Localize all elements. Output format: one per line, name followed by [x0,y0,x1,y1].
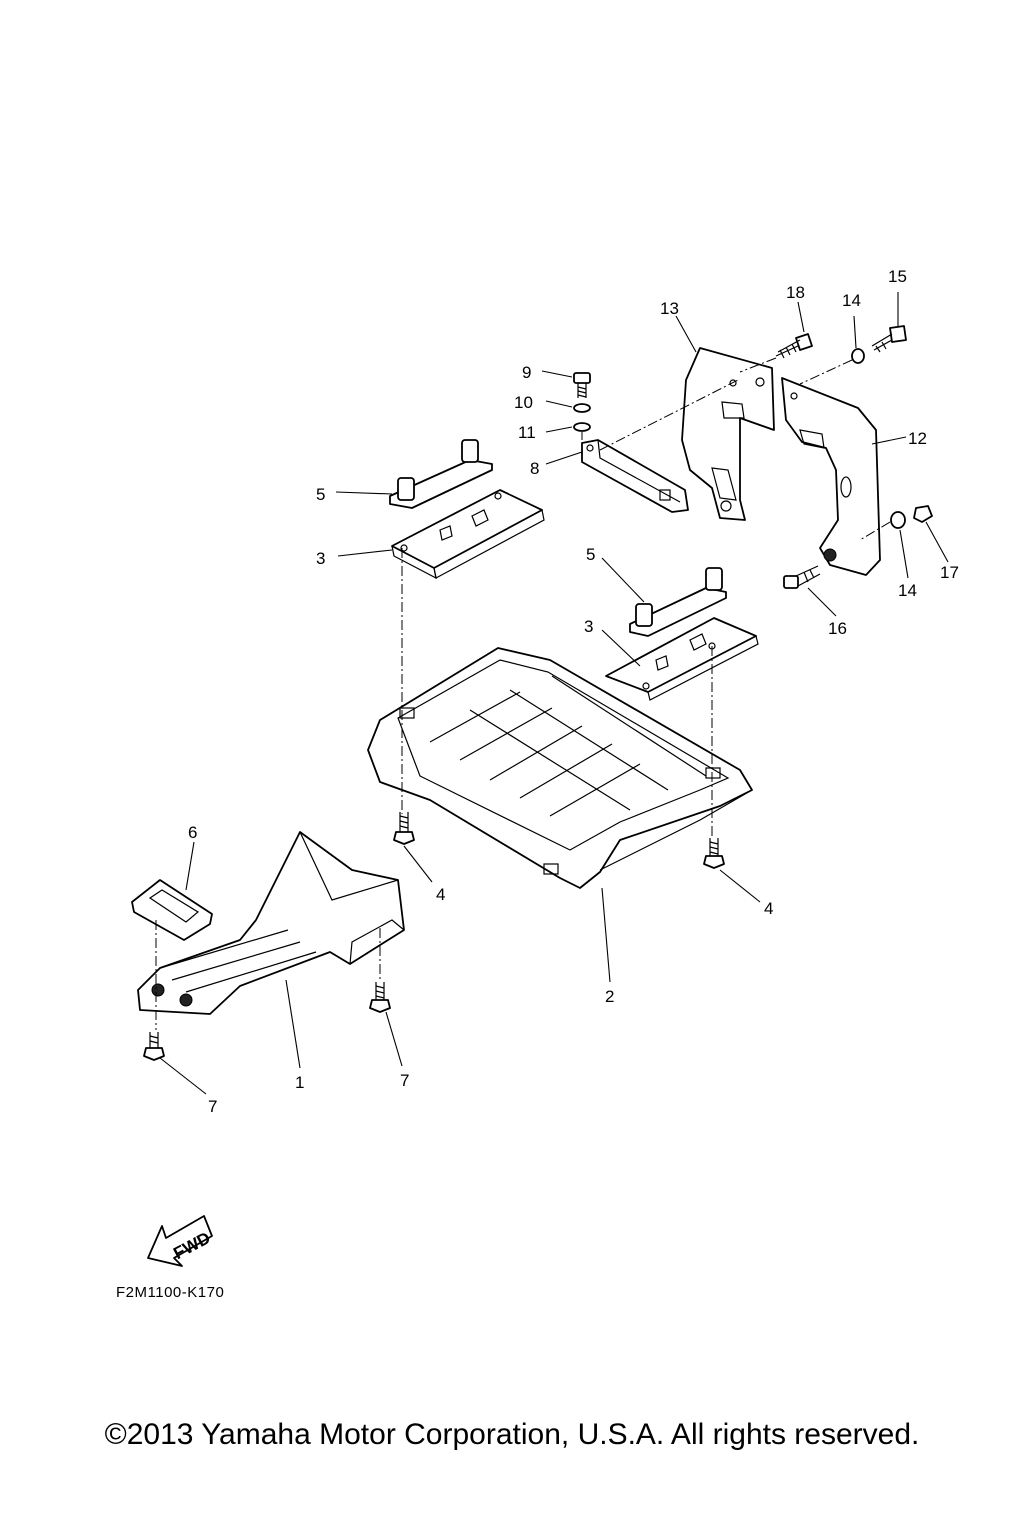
part-7-bolt-left [143,1032,165,1061]
callout-17: 17 [940,563,959,582]
leader-lines [159,292,949,1095]
part-17-nut [913,505,933,523]
callout-5-left: 5 [316,485,325,504]
callout-3-right: 3 [584,617,593,636]
callout-5-right: 5 [586,545,595,564]
callout-14-top: 14 [842,291,861,310]
part-4-bolt-left [393,812,415,845]
part-14-washer-top [851,348,865,364]
copyright-notice: ©2013 Yamaha Motor Corporation, U.S.A. A… [104,1418,920,1451]
callout-7-left: 7 [208,1097,217,1116]
part-5-cushion-left [389,439,493,509]
callout-13: 13 [660,299,679,318]
callout-12: 12 [908,429,927,448]
callout-1: 1 [295,1073,304,1092]
callout-4-left: 4 [436,885,445,904]
part-3-plate-right [605,617,759,701]
part-1-guide [137,831,405,1015]
callout-14-bottom: 14 [898,581,917,600]
part-6-pad [131,879,213,941]
callout-9: 9 [522,363,531,382]
part-15-screw [871,325,907,353]
part-9-bolt [573,372,591,398]
callouts: 1 2 3 3 4 4 5 5 6 7 7 8 9 10 11 12 13 14… [188,267,959,1116]
callout-8: 8 [530,459,539,478]
callout-4-right: 4 [764,899,773,918]
part-4-bolt-right [703,838,725,869]
part-11-washer [573,422,591,432]
diagram-code: F2M1100-K170 [116,1284,225,1301]
part-18-screw [775,333,813,359]
part-16-bolt [783,565,821,589]
callout-16: 16 [828,619,847,638]
part-14-washer-bottom [890,511,906,529]
callout-7-right: 7 [400,1071,409,1090]
part-5-cushion-right [629,567,727,637]
part-2-frame [367,647,753,889]
part-12-bracket [781,377,881,576]
part-10-washer [573,403,591,413]
callout-15: 15 [888,267,907,286]
callout-6: 6 [188,823,197,842]
callout-3-left: 3 [316,549,325,568]
callout-10: 10 [514,393,533,412]
part-8-bracket [581,439,689,513]
callout-2: 2 [605,987,614,1006]
fwd-arrow-icon: FWD [147,1215,213,1267]
part-3-plate-left [391,489,545,580]
part-13-bracket [681,347,775,521]
part-7-bolt-right [369,982,391,1013]
callout-18: 18 [786,283,805,302]
assembly-lines [155,357,891,1030]
callout-11: 11 [518,423,536,442]
